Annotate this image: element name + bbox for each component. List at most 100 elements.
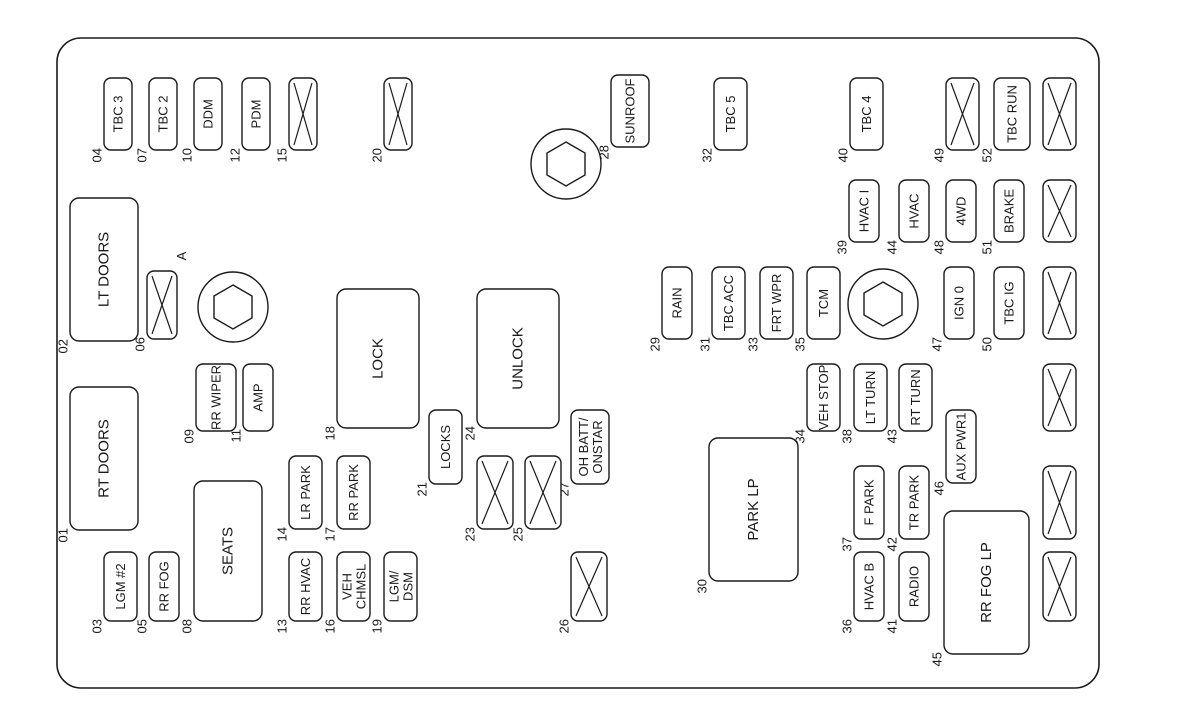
fuse-10-body <box>193 77 223 151</box>
empty-slot <box>1042 77 1077 151</box>
fuse-28-label: SUNROOF <box>623 78 638 143</box>
fuse-37-number: 37 <box>840 537 855 551</box>
fuse-31-number: 31 <box>698 337 713 351</box>
fuse-41-body <box>898 551 930 622</box>
fuse-52-label: TBC RUN <box>1005 85 1020 143</box>
fuse-35-body <box>806 266 841 340</box>
fuse-35-number: 35 <box>793 337 808 351</box>
fuse-01: RT DOORS 01 <box>56 386 139 542</box>
fuse-03: LGM #203 <box>90 551 138 633</box>
fuse-41-number: 41 <box>885 619 900 633</box>
fuse-29-number: 29 <box>648 337 663 351</box>
fuse-26: 26 <box>557 551 608 633</box>
fuse-01-label: RT DOORS <box>96 419 113 498</box>
fuse-03-body <box>103 551 138 622</box>
fuse-27-label: OH BATT/ONSTAR <box>575 417 604 476</box>
fuse-39-number: 39 <box>835 240 850 254</box>
fuse-33-number: 33 <box>746 337 761 351</box>
fuse-33-label: FRT WPR <box>769 274 784 333</box>
fuse-04-label: TBC 3 <box>111 96 126 133</box>
fuse-12-label: PDM <box>249 100 264 129</box>
fuse-30-label: PARK LP <box>745 478 762 540</box>
fuse-26-number: 26 <box>557 619 572 633</box>
fuse-12-number: 12 <box>228 148 243 162</box>
fuse-14-label: LR PARK <box>298 465 313 520</box>
fuse-18-number: 18 <box>323 426 338 440</box>
fuse-43-label: RT TURN <box>908 369 923 425</box>
fuse-47: IGN 047 <box>930 266 975 351</box>
fuse-38-number: 38 <box>840 429 855 443</box>
fuse-box-outline <box>56 37 1100 689</box>
fuse-34-number: 34 <box>793 429 808 443</box>
fuse-27-body <box>570 409 610 485</box>
fuse-19-body <box>383 551 418 622</box>
fuse-08-number: 08 <box>180 619 195 633</box>
fuse-39: HVAC I39 <box>835 179 880 254</box>
fuse-31-label: TBC ACC <box>721 275 736 331</box>
fuse-47-body <box>943 266 975 340</box>
fuse-32-body <box>713 77 748 151</box>
empty-slot-cross <box>151 275 173 335</box>
fuse-30-number: 30 <box>695 579 710 593</box>
fuse-33-body <box>759 266 794 340</box>
fuse-09-label: RR WIPER <box>209 365 224 430</box>
fuse-39-body <box>848 179 880 243</box>
fuse-43-body <box>898 363 933 432</box>
blank-slot-layer <box>1042 77 1077 622</box>
fuse-04: TBC 304 <box>90 77 133 162</box>
fuse-25: 25 <box>511 455 562 541</box>
fuse-50-label: TBC IG <box>1002 281 1017 324</box>
fuse-07-label: TBC 2 <box>156 96 171 133</box>
fuse-52-body <box>993 77 1031 151</box>
fuse-11-number: 11 <box>229 429 244 443</box>
empty-slot <box>1042 266 1077 340</box>
empty-slot <box>1042 551 1077 622</box>
fuse-06-number: 06 <box>133 337 148 351</box>
fuse-02-number: 02 <box>56 339 71 353</box>
fuse-38-body <box>853 363 888 432</box>
fuse-36-label: HVAC B <box>862 563 877 610</box>
fuse-31-body <box>711 266 746 340</box>
fuse-16-body <box>336 551 371 622</box>
fuse-29-label: RAIN <box>670 287 685 318</box>
fuse-46-number: 46 <box>932 481 947 495</box>
fuse-25-number: 25 <box>511 527 526 541</box>
fuse-38-label: LT TURN <box>863 371 878 424</box>
fuse-45-body <box>943 510 1030 655</box>
fuse-14-body <box>288 455 323 530</box>
fuse-20-number: 20 <box>370 148 385 162</box>
fuse-01-number: 01 <box>56 528 71 542</box>
fuse-10-label: DDM <box>201 99 216 129</box>
fuse-32-label: TBC 5 <box>723 96 738 133</box>
hex-bolt-right <box>847 268 919 340</box>
fuse-34-label: VEH STOP <box>816 365 831 431</box>
fuse-16-label: VEHCHMSL <box>339 564 368 610</box>
fuse-51-label: BRAKE <box>1002 189 1017 233</box>
fuse-36: HVAC B36 <box>840 551 885 633</box>
fuse-35-label: TCM <box>816 289 831 317</box>
fuse-23: 23 <box>463 455 514 541</box>
fuse-02-body <box>69 197 139 342</box>
empty-slot-cross <box>575 556 603 617</box>
fuse-08-body <box>193 480 263 622</box>
fuse-13-label: RR HVAC <box>298 558 313 616</box>
fuse-17-body <box>336 455 371 530</box>
fuse-24-label: UNLOCK <box>510 327 527 390</box>
fuse-13-body <box>288 551 323 622</box>
empty-slot-cross <box>950 82 975 146</box>
fuse-40: TBC 440 <box>836 77 884 162</box>
